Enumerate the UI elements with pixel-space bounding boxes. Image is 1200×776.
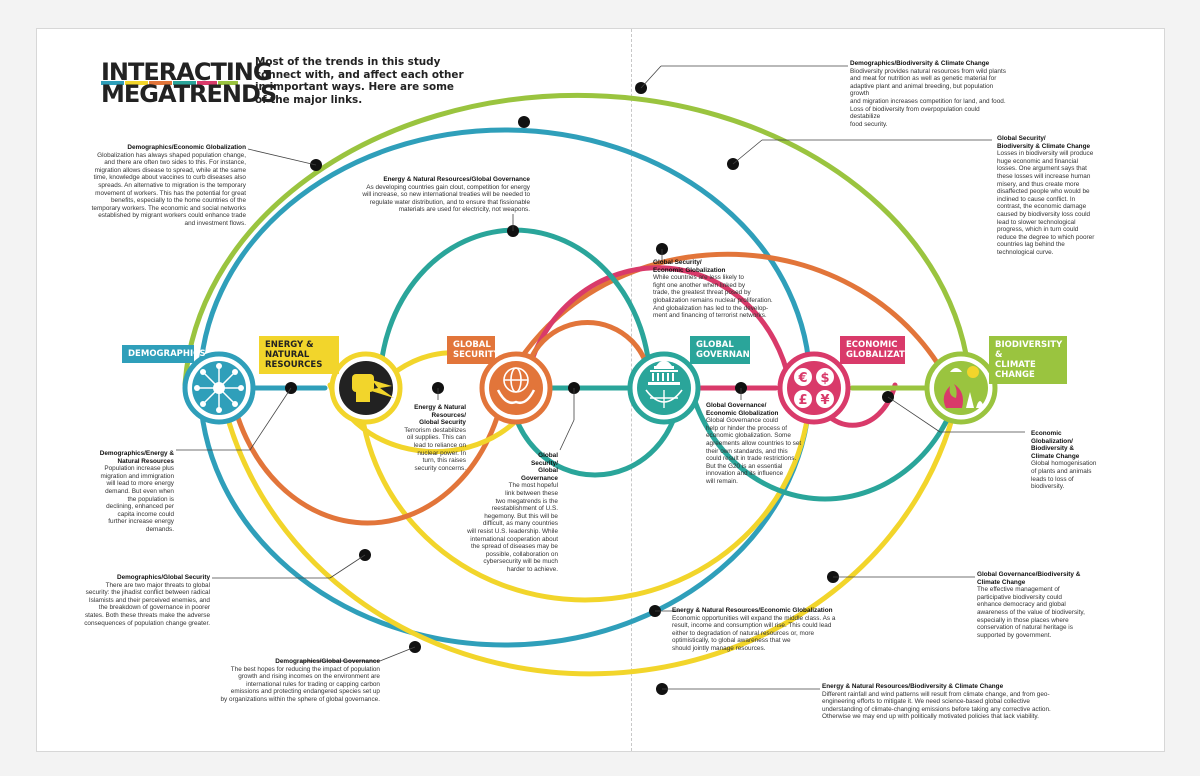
- link-energy-econ-bottom: [357, 382, 813, 603]
- title-line-2: MEGATRENDS: [101, 80, 277, 108]
- svg-text:€: €: [797, 371, 807, 386]
- annotation-dem-sec: Demographics/Global Security There are t…: [84, 574, 210, 627]
- annotation-dem-econ: Demographics/Economic Globalization Glob…: [91, 144, 246, 227]
- link-dem-bio-bottom: [217, 382, 963, 677]
- fist-lightning-icon: [352, 374, 394, 402]
- svg-text:¥: ¥: [820, 393, 829, 408]
- annotation-gov-econ: Global Governance/ Economic Globalizatio…: [706, 402, 802, 485]
- annotation-dem-bio: Demographics/Biodiversity & Climate Chan…: [850, 60, 1006, 128]
- annotation-econ-bio: Economic Globalization/ Biodiversity & C…: [1031, 430, 1097, 491]
- title-color-bar: [101, 81, 124, 85]
- link-dem-bio: [182, 92, 973, 388]
- annotation-energy-econ: Energy & Natural Resources/Economic Glob…: [672, 607, 836, 652]
- annotation-sec-econ: Global Security/ Economic Globalization …: [653, 259, 773, 320]
- dot-top: [518, 116, 530, 128]
- nature-fire-icon: [943, 366, 984, 408]
- annotation-dem-energy: Demographics/Energy & Natural Resources …: [99, 450, 174, 533]
- link-sec-econ: [522, 265, 793, 388]
- capitol-globe-icon: [645, 360, 683, 408]
- link-dem-econ: [197, 127, 813, 388]
- annotation-gov-bio: Global Governance/Biodiversity & Climate…: [977, 571, 1085, 639]
- people-network-icon: [194, 363, 244, 413]
- title-color-bar: [149, 81, 172, 85]
- annotation-sec-bio: Global Security/ Biodiversity & Climate …: [997, 135, 1095, 256]
- title-color-bar: [125, 81, 148, 85]
- title-color-bar: [218, 81, 238, 85]
- link-dem-econ-bottom: [197, 382, 813, 648]
- link-gov-bio-bottom: [687, 382, 963, 502]
- annotation-sec-gov: Global Security/ Global Governance The m…: [467, 452, 558, 573]
- annotation-dem-gov: Demographics/Global Governance The best …: [220, 658, 380, 703]
- link-dem-sec-bottom: [227, 382, 508, 526]
- currency-icon: € $ £ ¥: [794, 368, 834, 408]
- annotation-energy-gov: Energy & Natural Resources/Global Govern…: [362, 176, 530, 214]
- label-biodiversity: BIODIVERSITY &CLIMATE CHANGE: [989, 336, 1067, 384]
- svg-text:$: $: [820, 371, 829, 386]
- title-color-bar: [173, 81, 196, 85]
- intro-text: Most of the trends in this study connect…: [255, 56, 464, 106]
- link-sec-gov-bottom: [507, 382, 683, 478]
- title-color-bar: [197, 81, 217, 85]
- svg-text:£: £: [798, 393, 807, 408]
- title-line-1: INTERACTING: [101, 58, 273, 86]
- annotation-energy-sec: Energy & Natural Resources/ Global Secur…: [404, 404, 466, 472]
- annotation-energy-bio: Energy & Natural Resources/Biodiversity …: [822, 683, 1051, 721]
- hands-globe-icon: [496, 367, 536, 404]
- label-demographics: DEMOGRAPHICS: [122, 345, 206, 363]
